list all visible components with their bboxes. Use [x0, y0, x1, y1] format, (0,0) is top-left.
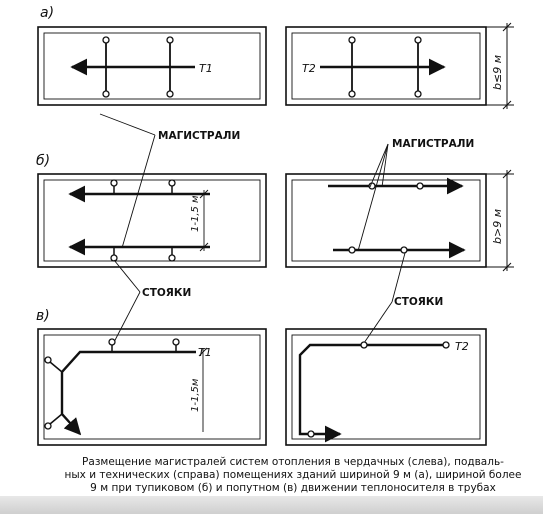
pipe-label-t1-a: Т1: [199, 62, 213, 75]
caption-line-1: Размещение магистралей систем отопления …: [82, 456, 504, 468]
risers-c-left: [49, 344, 177, 425]
main-pipe-a-left: [70, 36, 195, 98]
riser-ends-c-left: [44, 338, 180, 430]
room-c-right: [285, 328, 487, 446]
label-risers-left: СТОЯКИ: [142, 287, 191, 299]
room-b-left: [37, 173, 267, 268]
main-loop-c-right: [298, 343, 445, 443]
dimension-b: [486, 169, 514, 272]
bottom-band: [0, 496, 543, 514]
label-risers-right: СТОЯКИ: [394, 296, 443, 308]
pipe-label-t2-c: Т2: [455, 340, 469, 353]
pipe-label-t2-a: Т2: [302, 62, 316, 75]
pipe-label-t1-c: Т1: [198, 346, 212, 359]
dimension-label-b: b>9 м: [491, 209, 504, 244]
leader-mains-right: [357, 143, 389, 252]
room-a-left: [37, 26, 267, 106]
room-c-left: [37, 328, 267, 446]
dimension-spacing-c: [198, 347, 208, 432]
room-b-right: [285, 173, 487, 268]
panel-label-c: в): [36, 308, 50, 324]
label-mains-left: МАГИСТРАЛИ: [158, 130, 240, 142]
main-loop-c-left: [60, 350, 196, 436]
caption-line-2: ных и технических (справа) помещениях зд…: [64, 469, 522, 481]
mains-b-right: [328, 177, 466, 259]
caption-line-3: 9 м при тупиковом (б) и попутном (в) дви…: [90, 482, 496, 494]
leader-risers-right: [363, 252, 406, 344]
main-pipe-a-right: [320, 36, 446, 98]
leader-mains-left: [99, 113, 156, 249]
dimension-a: [486, 22, 514, 110]
dimension-label-spacing-c: 1-1,5м: [190, 378, 201, 412]
dimension-spacing-b: [199, 189, 209, 252]
label-mains-right: МАГИСТРАЛИ: [392, 138, 474, 150]
dimension-label-spacing-b: 1-1,5 м: [190, 195, 201, 232]
mains-b-left: [68, 179, 210, 262]
dimension-label-a: b≤9 м: [491, 55, 504, 90]
figure-caption: Размещение магистралей систем отопления …: [60, 456, 526, 495]
room-a-right: [285, 26, 487, 106]
leader-risers-left: [111, 259, 141, 347]
panel-label-b: б): [36, 153, 50, 169]
riser-ends-c-right: [307, 341, 450, 438]
panel-label-a: а): [40, 5, 54, 21]
